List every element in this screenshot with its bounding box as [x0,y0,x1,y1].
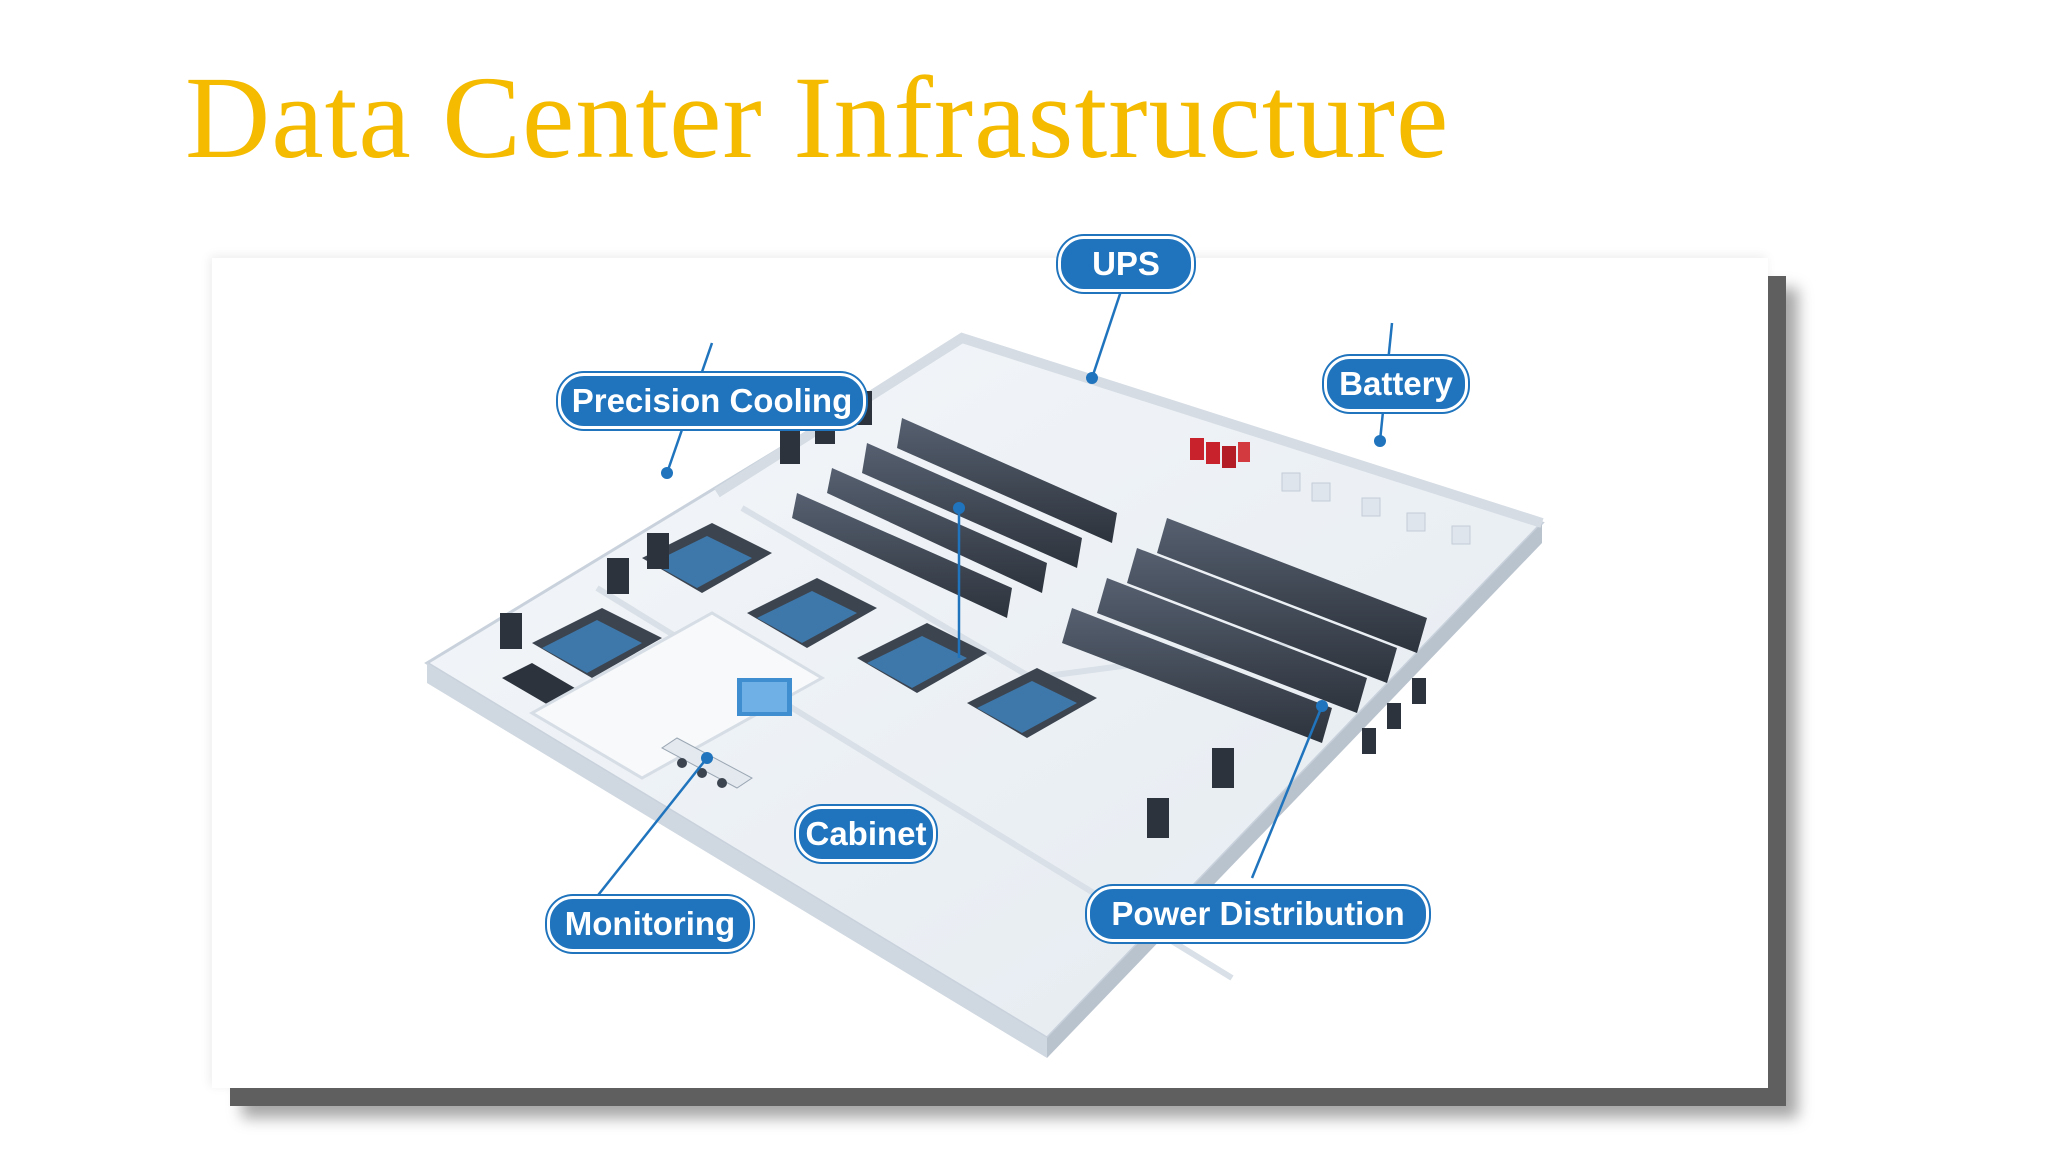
containment-pods [502,523,1097,738]
diagram-image-frame: UPS Battery Precision Cooling Cabinet Mo… [212,236,1768,1088]
partition-wall-2 [740,505,1034,681]
precision-cooling-callout: Precision Cooling [558,373,866,429]
data-center-floorplan [424,258,1545,1058]
ups-callout: UPS [1058,236,1194,292]
rack-rows-right [1062,518,1427,743]
slide-title: Data Center Infrastructure [185,52,1450,183]
cabinet-callout: Cabinet [796,806,936,862]
battery-callout: Battery [1324,356,1468,412]
battery-room-fixtures [1281,472,1471,545]
power-distribution-callout: Power Distribution [1087,886,1429,942]
monitoring-callout: Monitoring [547,896,753,952]
edge-cooling-units [1147,678,1426,838]
rack-rows-top [792,418,1117,618]
battery-units [1190,438,1250,468]
callout-anchor-dots [661,372,1386,764]
battery-room-wall [1220,416,1544,528]
monitoring-room [528,611,826,789]
building-front-wall [427,663,1047,1058]
